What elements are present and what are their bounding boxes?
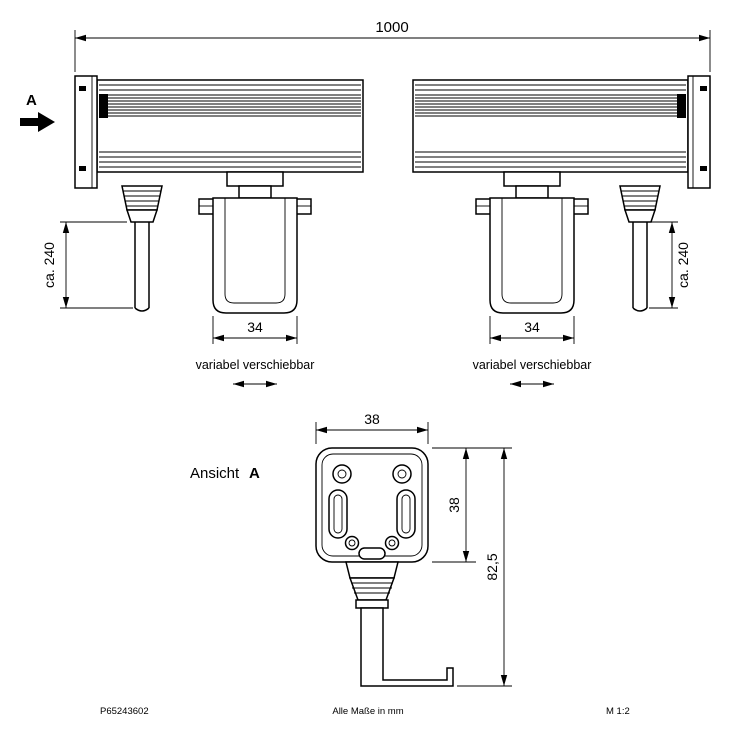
dim-plate-width: 38 xyxy=(315,411,429,444)
slot-left-inner xyxy=(333,494,343,534)
dim-cable-left-text: ca. 240 xyxy=(41,242,57,288)
section-caption-letter: A xyxy=(249,465,260,482)
dim-total-height-text: 82,5 xyxy=(484,553,500,580)
cable-end-right xyxy=(632,307,648,312)
section-view: Ansicht A xyxy=(190,411,512,687)
dim-bracket-width-right-text: 34 xyxy=(524,319,540,335)
screw-hole-top-left xyxy=(332,464,352,484)
dim-cable-right: ca. 240 xyxy=(649,221,691,309)
dim-cable-left: ca. 240 xyxy=(41,221,133,309)
bottom-hole-left xyxy=(344,535,360,551)
gland-nut xyxy=(125,209,159,223)
section-caption-prefix: Ansicht xyxy=(190,465,240,482)
bracket-face-plate xyxy=(315,447,429,563)
gland-collar-front xyxy=(355,599,389,609)
top-view: 1000 ca. 240 ca. 240 34 34 xyxy=(20,19,711,388)
scale-label: M 1:2 xyxy=(606,706,630,717)
title-block: P65243602 Alle Maße in mm M 1:2 xyxy=(100,706,630,717)
slide-note-right-text: variabel verschiebbar xyxy=(473,358,592,372)
slot-right xyxy=(396,489,416,539)
view-direction-arrow-icon xyxy=(20,112,55,132)
cable-gland-left xyxy=(121,185,163,312)
lens-lines-right xyxy=(415,94,686,117)
dim-overall-length-text: 1000 xyxy=(375,19,408,36)
cable-gland-right xyxy=(619,185,661,312)
gland-rib-lines xyxy=(621,190,659,207)
bracket-plate-inner xyxy=(501,198,563,304)
dim-plate-height-text: 38 xyxy=(446,497,462,513)
profile-lines-right xyxy=(415,84,686,168)
gland-nut xyxy=(623,209,657,223)
bottom-hole-right xyxy=(384,535,400,551)
gland-front-view xyxy=(345,561,399,609)
end-cap-left xyxy=(74,75,98,189)
gland-rib-lines-front xyxy=(351,582,393,594)
end-cap-left-screw-bottom xyxy=(79,166,86,171)
gland-nut-front xyxy=(345,561,399,579)
view-direction-indicator: A xyxy=(20,92,55,132)
dim-plate-height: 38 xyxy=(432,447,512,563)
gland-rib-lines xyxy=(123,190,161,207)
bracket-plate-inner xyxy=(224,198,286,304)
bottom-hole-right-inner xyxy=(388,539,396,547)
dim-total-height: 82,5 xyxy=(457,448,512,687)
bottom-hole-left-inner xyxy=(348,539,356,547)
center-slot xyxy=(358,547,386,560)
cable-left xyxy=(134,222,150,308)
slide-note-right: variabel verschiebbar xyxy=(473,358,592,388)
luminaire-fixture xyxy=(74,75,711,189)
slide-note-left: variabel verschiebbar xyxy=(196,358,315,388)
cable-right xyxy=(632,222,648,308)
mounting-bracket-left xyxy=(198,171,312,314)
cable-end-left xyxy=(134,307,150,312)
clamp-neck xyxy=(238,185,272,199)
dim-bracket-width-right: 34 xyxy=(489,316,575,344)
slot-right-inner xyxy=(401,494,411,534)
dim-bracket-width-left-text: 34 xyxy=(247,319,263,335)
profile-lines-left xyxy=(99,84,361,168)
end-cap-right-screw-top xyxy=(700,86,707,91)
screw-hole-top-right xyxy=(392,464,412,484)
end-cap-left-screw-top xyxy=(79,86,86,91)
dim-overall-length: 1000 xyxy=(74,19,711,72)
stem-and-foot-profile xyxy=(360,607,454,687)
end-cap-right-screw-bottom xyxy=(700,166,707,171)
clamp xyxy=(503,171,561,187)
mounting-bracket-right xyxy=(475,171,589,314)
screw-hole-top-left-inner xyxy=(337,469,347,479)
fixture-body-left-half xyxy=(96,79,364,173)
led-end-mark-right xyxy=(677,94,686,118)
bracket-plate xyxy=(212,197,298,314)
end-cap-right xyxy=(687,75,711,189)
dim-bracket-width-left: 34 xyxy=(212,316,298,344)
lens-lines-left xyxy=(99,94,361,117)
gland-ribbed-front xyxy=(348,577,396,601)
bracket-plate xyxy=(489,197,575,314)
fixture-body-right-half xyxy=(412,79,689,173)
clamp xyxy=(226,171,284,187)
mounting-stem-foot xyxy=(360,607,454,687)
drawing-number: P65243602 xyxy=(100,706,149,717)
dim-cable-right-text: ca. 240 xyxy=(675,242,691,288)
screw-hole-top-right-inner xyxy=(397,469,407,479)
led-end-mark-left xyxy=(99,94,108,118)
slot-left xyxy=(328,489,348,539)
units-note: Alle Maße in mm xyxy=(332,706,403,717)
dim-plate-width-text: 38 xyxy=(364,411,380,427)
clamp-neck xyxy=(515,185,549,199)
view-arrow-label: A xyxy=(26,92,37,109)
slide-note-left-text: variabel verschiebbar xyxy=(196,358,315,372)
